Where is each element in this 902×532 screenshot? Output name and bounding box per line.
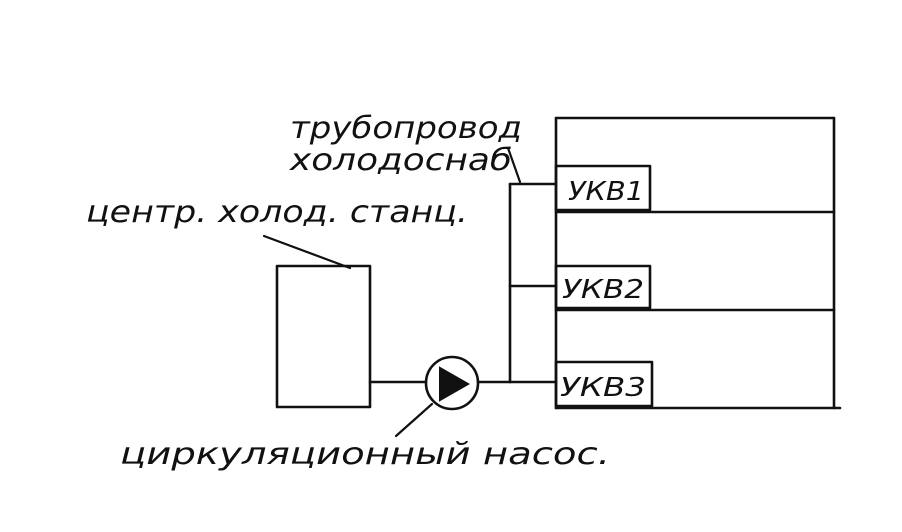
unit-3: УКВ3 (554, 360, 654, 408)
central-station-box (275, 264, 372, 409)
pipeline-label-line1: трубопровод (290, 111, 522, 146)
pipeline-label-line2: холодоснаб (289, 143, 512, 178)
unit-1-label: УКВ1 (568, 177, 644, 207)
unit-2-box (554, 264, 652, 310)
unit-3-box (554, 360, 654, 408)
pipeline-leader-line (506, 146, 522, 184)
building (554, 116, 842, 410)
central-station-label: центр. холод. станц. (86, 195, 468, 230)
pump-triangle-icon (439, 366, 471, 402)
circulation-pump (424, 355, 480, 411)
unit-2: УКВ2 (554, 264, 652, 310)
pump-leader-line (394, 402, 434, 438)
pump-label: циркуляционный насос. (120, 437, 610, 472)
unit-3-label: УКВ3 (560, 373, 646, 403)
unit-1: УКВ1 (554, 164, 652, 212)
station-leader-line (262, 234, 352, 270)
unit-1-box (554, 164, 652, 212)
unit-2-label: УКВ2 (562, 275, 644, 305)
